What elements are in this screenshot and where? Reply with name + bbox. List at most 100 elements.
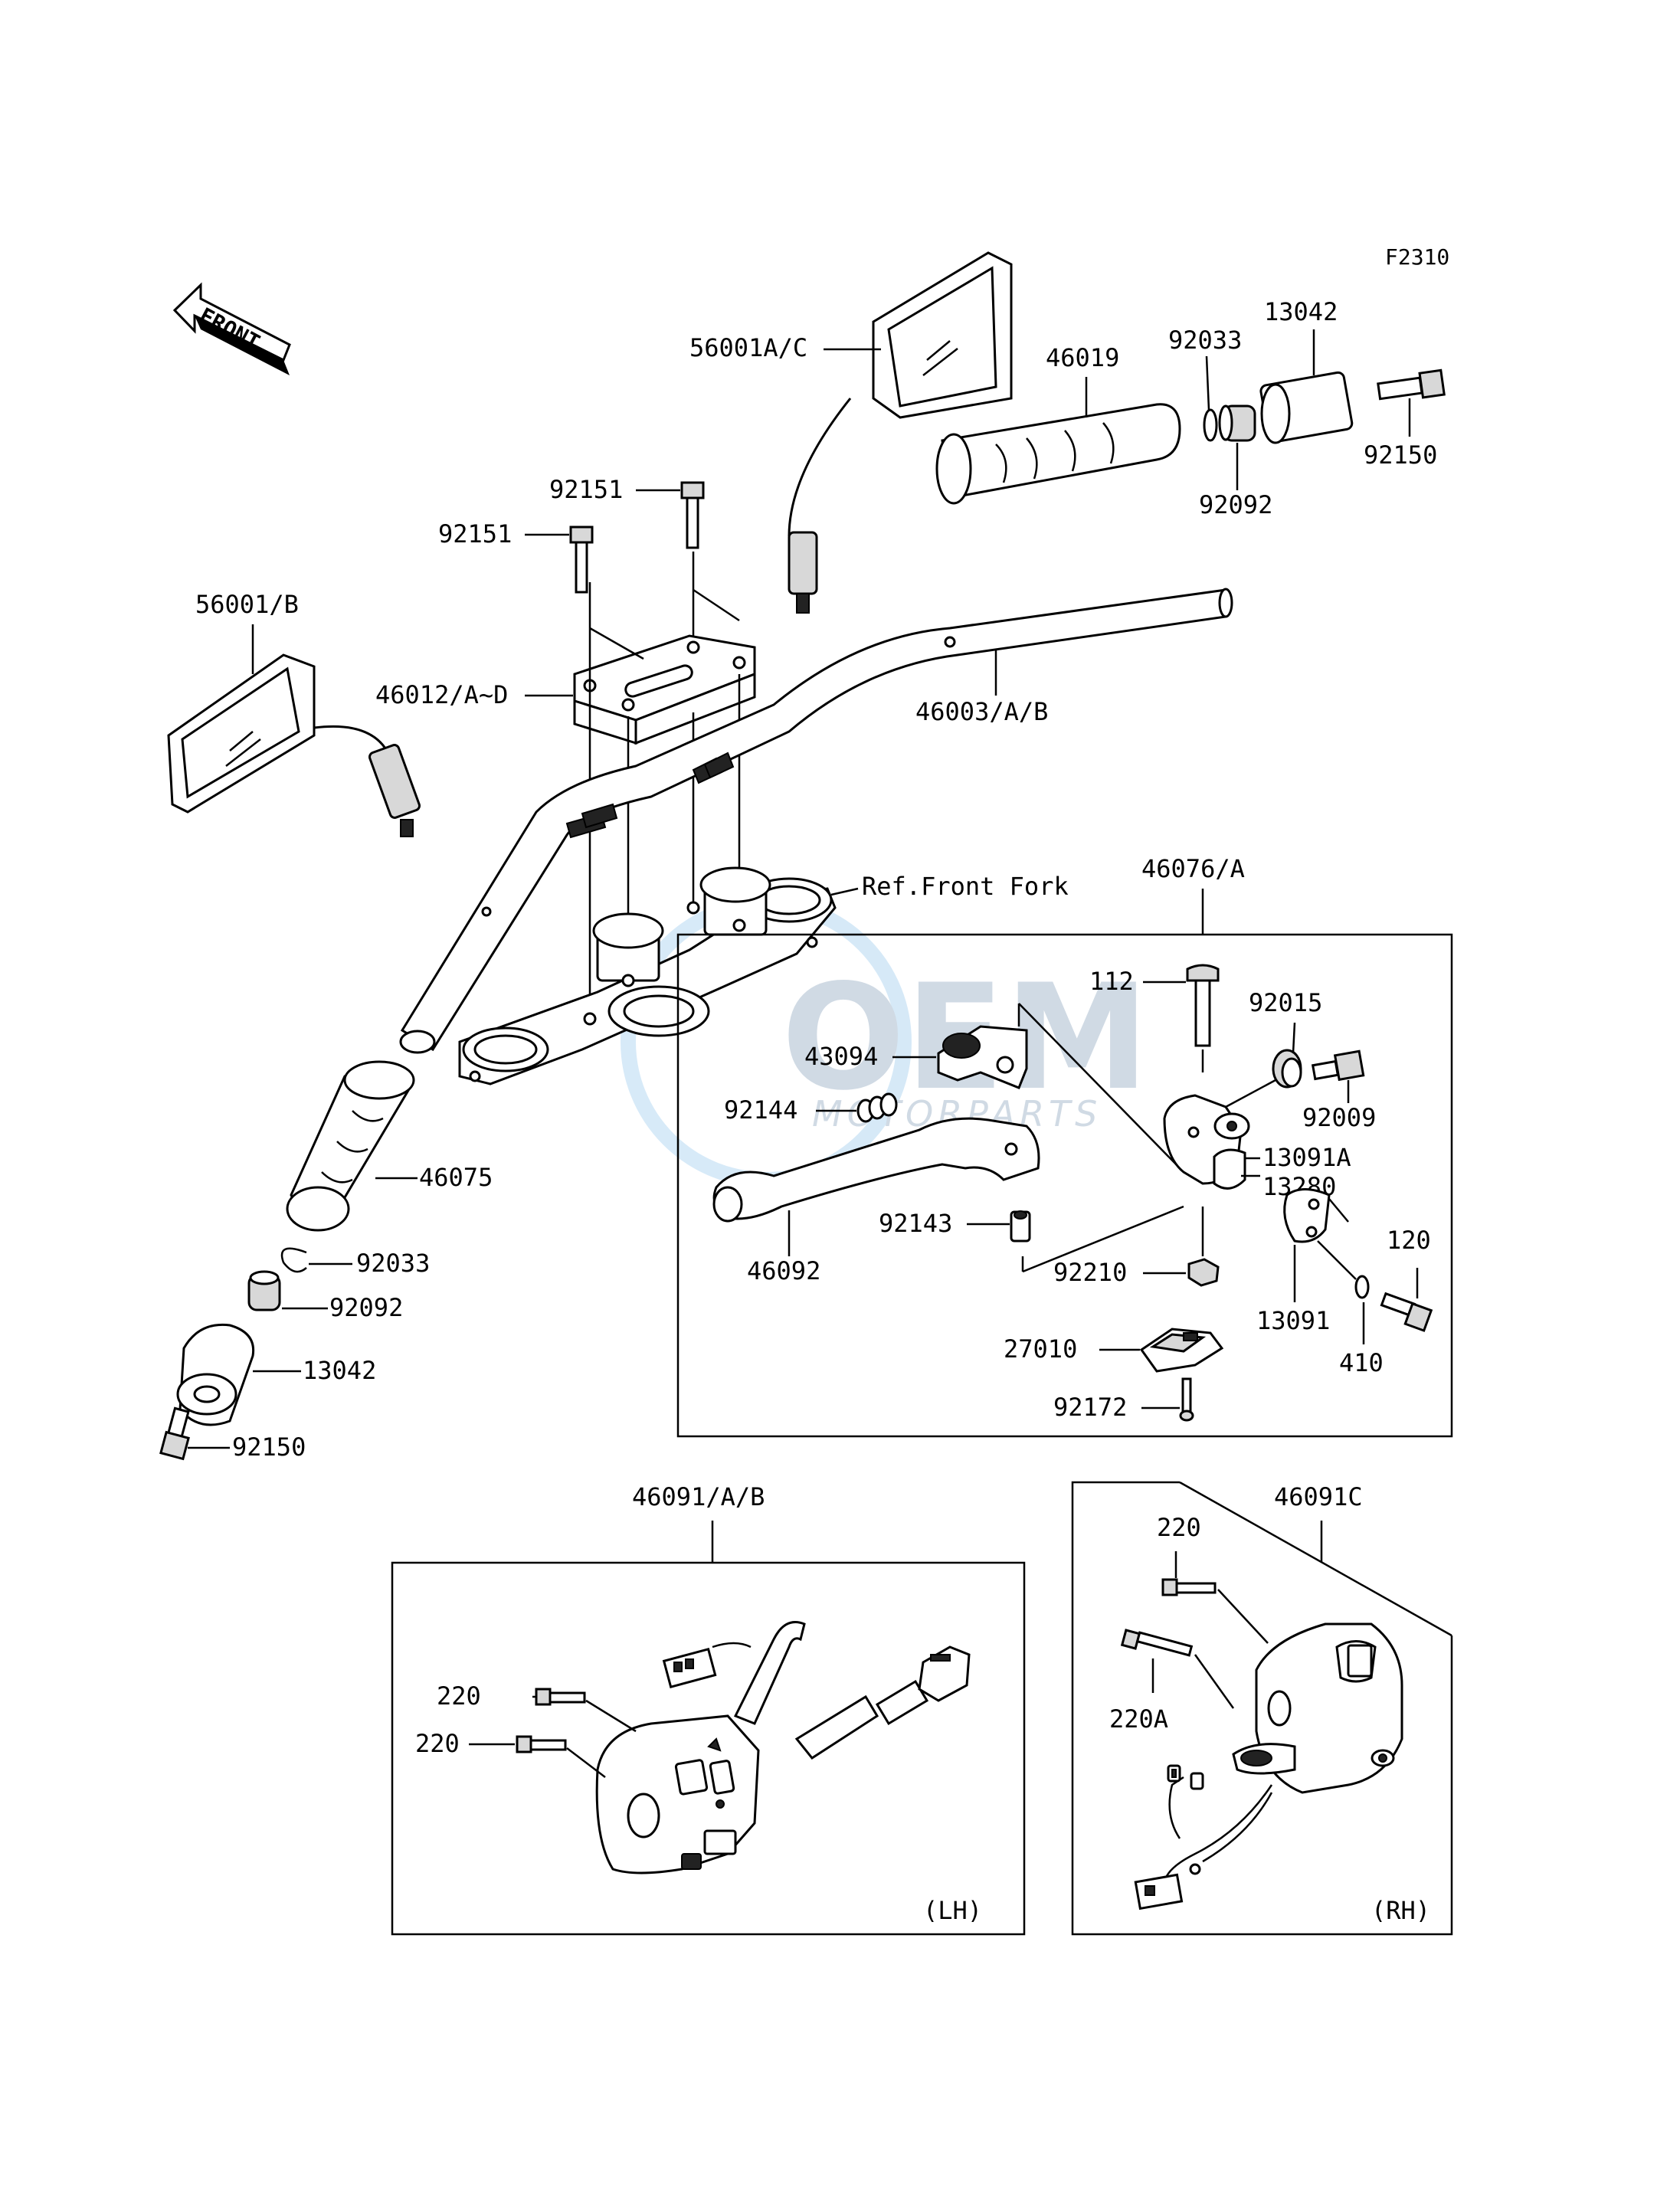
label-92015: 92015 xyxy=(1249,988,1322,1017)
handlebar xyxy=(399,588,1233,1054)
snap-ring-low xyxy=(280,1247,307,1273)
screw-220A xyxy=(1120,1629,1194,1657)
label-410: 410 xyxy=(1339,1348,1384,1377)
label-120: 120 xyxy=(1387,1226,1431,1255)
label-56001B: 56001/B xyxy=(195,590,299,619)
bracket-43094 xyxy=(937,1025,1028,1089)
bolt-92150-top xyxy=(1377,368,1446,401)
label-46092: 46092 xyxy=(747,1256,820,1285)
label-ref-front-fork: Ref.Front Fork xyxy=(862,872,1069,901)
label-92033-low: 92033 xyxy=(356,1249,430,1278)
label-220-lh-a: 220 xyxy=(437,1681,481,1711)
label-92009: 92009 xyxy=(1302,1103,1376,1132)
rh-switch-housing xyxy=(1134,1622,1403,1911)
label-13091: 13091 xyxy=(1256,1306,1330,1335)
leader xyxy=(1328,1198,1349,1223)
grip-left xyxy=(286,1060,415,1232)
label-92092-low: 92092 xyxy=(329,1293,403,1322)
washer-410 xyxy=(1354,1275,1370,1299)
lever-assembly-box xyxy=(676,933,1453,1438)
bolt-112 xyxy=(1186,964,1220,1047)
stop-switch-27010 xyxy=(1139,1328,1224,1373)
label-46019: 46019 xyxy=(1046,343,1119,372)
damper-top xyxy=(1218,404,1256,442)
handlebar-holder xyxy=(573,634,756,745)
screw-220-lh-b xyxy=(516,1735,567,1753)
label-92033-top: 92033 xyxy=(1168,326,1242,355)
bolt-120 xyxy=(1380,1292,1433,1332)
leader xyxy=(830,887,859,896)
figure-code: F2310 xyxy=(1385,244,1449,270)
mirror-left xyxy=(167,653,421,837)
leader xyxy=(1217,1589,1269,1644)
label-92092-top: 92092 xyxy=(1199,490,1272,519)
bolt-92150-low xyxy=(159,1406,190,1461)
label-92143: 92143 xyxy=(879,1209,952,1238)
leader xyxy=(589,627,644,660)
lever-holder xyxy=(1163,1094,1250,1190)
leader xyxy=(1292,1022,1296,1054)
mirror-right xyxy=(788,251,1013,614)
label-46076: 46076/A xyxy=(1141,854,1245,883)
leader xyxy=(1205,355,1210,411)
label-92210: 92210 xyxy=(1053,1258,1127,1287)
label-56001AC: 56001A/C xyxy=(689,333,807,362)
bolt-92151-a xyxy=(569,526,594,594)
grip-right xyxy=(935,403,1181,505)
leader xyxy=(1225,1079,1276,1108)
label-92150-low: 92150 xyxy=(232,1432,306,1462)
label-92172: 92172 xyxy=(1053,1393,1127,1422)
rh-switch-box-diagonal xyxy=(1179,1481,1452,1637)
label-46012: 46012/A~D xyxy=(375,680,508,709)
adjuster-92015 xyxy=(1272,1049,1302,1089)
label-220A: 220A xyxy=(1109,1704,1168,1734)
label-lh: (LH) xyxy=(923,1896,982,1925)
label-43094: 43094 xyxy=(804,1042,878,1071)
lh-switch-box xyxy=(391,1561,1026,1936)
label-27010: 27010 xyxy=(1004,1334,1077,1364)
screw-92009 xyxy=(1311,1049,1365,1082)
leader xyxy=(1018,1003,1184,1173)
label-92151-a: 92151 xyxy=(438,519,512,548)
leader xyxy=(566,1747,606,1778)
label-46091AB: 46091/A/B xyxy=(632,1482,765,1511)
label-92144: 92144 xyxy=(724,1095,797,1125)
label-13042-top: 13042 xyxy=(1264,297,1338,326)
oem-motorparts-watermark: OEM MOTORPARTS xyxy=(621,896,1149,1187)
screw-220-lh-a xyxy=(535,1688,586,1706)
damper-low xyxy=(247,1270,281,1311)
label-46091C: 46091C xyxy=(1274,1482,1363,1511)
label-rh: (RH) xyxy=(1371,1896,1430,1925)
bolt-92151-b xyxy=(680,481,705,549)
pin-92143 xyxy=(1010,1210,1031,1243)
label-112: 112 xyxy=(1089,967,1134,996)
label-13042-low: 13042 xyxy=(303,1356,376,1385)
screw-92172 xyxy=(1179,1377,1194,1422)
label-92150-top: 92150 xyxy=(1364,440,1437,470)
clamp-13091 xyxy=(1283,1188,1331,1243)
leader xyxy=(585,1699,637,1733)
brake-lever xyxy=(712,1117,1040,1223)
nut-92210 xyxy=(1187,1258,1220,1287)
snap-ring-top xyxy=(1203,408,1218,442)
lh-switch-housing xyxy=(595,1621,971,1874)
label-46003: 46003/A/B xyxy=(915,697,1048,726)
leader xyxy=(1022,1205,1184,1273)
bar-end-weight-top xyxy=(1259,371,1354,444)
leader xyxy=(1194,1654,1235,1709)
front-arrow-label: FRONT xyxy=(195,303,264,355)
leader xyxy=(1317,1240,1357,1280)
label-46075: 46075 xyxy=(419,1163,493,1192)
label-220-rh: 220 xyxy=(1157,1513,1201,1542)
spring-92144 xyxy=(856,1092,898,1123)
leader xyxy=(693,588,740,622)
screw-220-rh xyxy=(1161,1578,1217,1596)
rh-switch-box-frame xyxy=(1071,1481,1453,1936)
label-92151-b: 92151 xyxy=(549,475,623,504)
label-13091A: 13091A xyxy=(1262,1143,1351,1172)
bar-end-weight-low xyxy=(176,1323,255,1426)
front-arrow-icon: FRONT xyxy=(172,282,291,375)
label-220-lh-b: 220 xyxy=(415,1729,460,1758)
upper-triple-clamp xyxy=(458,866,837,1085)
